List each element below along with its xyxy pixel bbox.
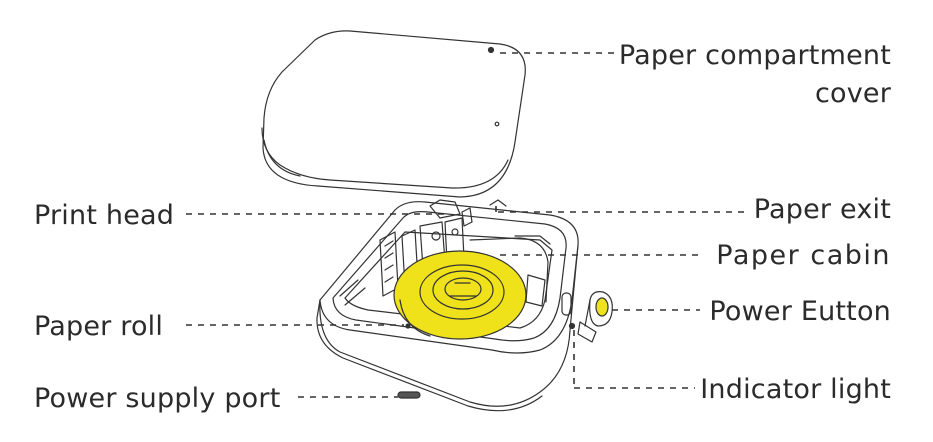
label-power-supply-port: Power supply port [34, 383, 281, 414]
label-print-head: Print head [34, 200, 175, 231]
power-button-part [577, 291, 613, 343]
label-paper-exit: Paper exit [753, 194, 891, 225]
label-paper-cabin: Paper cabin [716, 240, 891, 271]
paper-compartment-cover [261, 30, 526, 198]
label-paper-roll: Paper roll [34, 311, 164, 342]
label-power-button: Power Eutton [709, 296, 891, 327]
paper-roll [393, 250, 527, 340]
label-indicator-light: Indicator light [700, 374, 891, 405]
label-cover-line1: Paper compartment [618, 40, 891, 71]
label-cover-line2: cover [814, 78, 891, 109]
